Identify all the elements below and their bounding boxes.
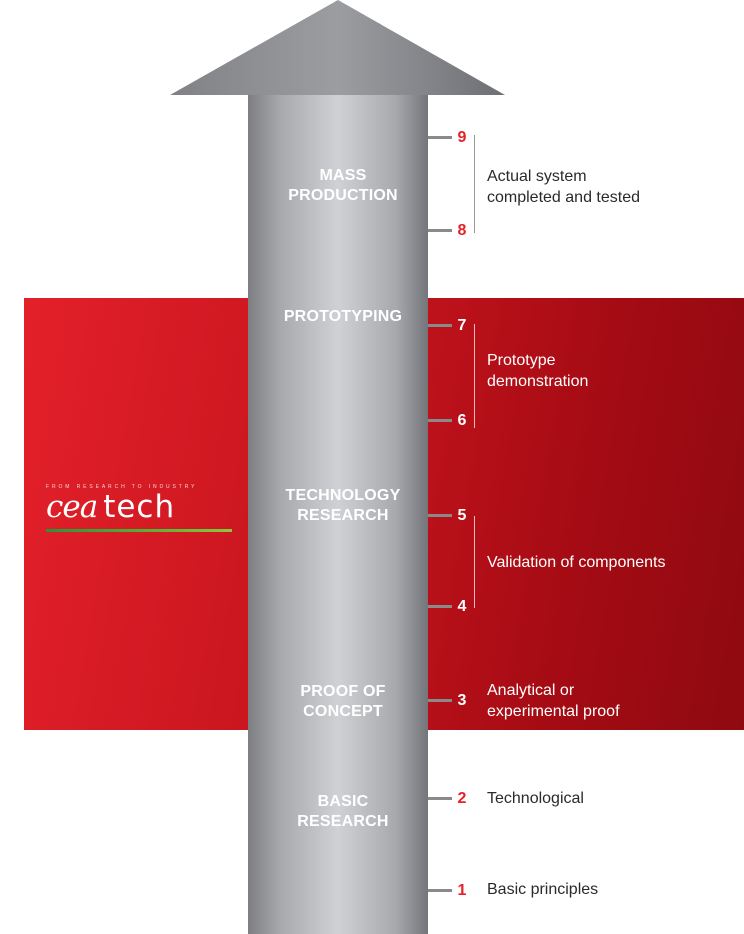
logo-cea: cea	[46, 489, 98, 525]
level-4-tick	[428, 605, 452, 608]
stage-label-line: MASS	[319, 167, 367, 184]
stage-proof-of-concept: PROOF OF CONCEPT	[248, 682, 438, 722]
level-4-number: 4	[457, 598, 467, 615]
level-7-tick	[428, 324, 452, 327]
stage-label-line: TECHNOLOGY	[285, 487, 401, 504]
description-line: Technological	[487, 790, 584, 807]
description-level-1: Basic principles	[487, 879, 598, 900]
description-line: Actual system	[487, 168, 587, 185]
description-line: Prototype	[487, 352, 556, 369]
description-levels-6-7: Prototype demonstration	[487, 350, 588, 392]
stage-label-line: RESEARCH	[297, 813, 389, 830]
stage-basic-research: BASIC RESEARCH	[248, 792, 438, 832]
level-8-number: 8	[457, 222, 467, 239]
description-line: demonstration	[487, 373, 589, 390]
stage-label-line: CONCEPT	[303, 703, 383, 720]
logo-green-underline	[46, 529, 232, 532]
stage-prototyping: PROTOTYPING	[248, 307, 438, 327]
level-2-tick	[428, 797, 452, 800]
description-line: experimental proof	[487, 703, 620, 720]
description-level-3: Analytical or experimental proof	[487, 680, 620, 722]
bracket-levels-8-9	[474, 135, 475, 233]
level-6-tick	[428, 419, 452, 422]
level-3-tick	[428, 699, 452, 702]
description-levels-4-5: Validation of components	[487, 552, 665, 573]
description-line: Validation of components	[487, 554, 666, 571]
stage-label-line: BASIC	[317, 793, 369, 810]
description-levels-8-9: Actual system completed and tested	[487, 166, 640, 208]
level-2-number: 2	[457, 790, 467, 807]
level-9-number: 9	[457, 129, 467, 146]
description-line: Basic principles	[487, 881, 599, 898]
stage-label-line: PROTOTYPING	[283, 308, 403, 325]
description-line: Analytical or	[487, 682, 575, 699]
level-9-tick	[428, 136, 452, 139]
level-3-number: 3	[457, 692, 467, 709]
level-6-number: 6	[457, 412, 467, 429]
logo-tech: tech	[103, 489, 176, 525]
level-5-tick	[428, 514, 452, 517]
level-5-number: 5	[457, 507, 467, 524]
arrow-head	[170, 0, 505, 95]
bracket-levels-6-7	[474, 324, 475, 428]
logo-tagline: FROM RESEARCH TO INDUSTRY	[46, 484, 198, 490]
level-1-tick	[428, 889, 452, 892]
bracket-levels-4-5	[474, 516, 475, 608]
stage-label-line: PROOF OF	[300, 683, 386, 700]
stage-mass-production: MASS PRODUCTION	[248, 166, 438, 206]
level-7-number: 7	[457, 317, 467, 334]
level-1-number: 1	[457, 882, 467, 899]
description-line: completed and tested	[487, 189, 640, 206]
stage-technology-research: TECHNOLOGY RESEARCH	[248, 486, 438, 526]
stage-label-line: RESEARCH	[297, 507, 389, 524]
stage-label-line: PRODUCTION	[288, 187, 398, 204]
level-8-tick	[428, 229, 452, 232]
arrow-shaft	[248, 90, 428, 934]
description-level-2: Technological	[487, 788, 584, 809]
